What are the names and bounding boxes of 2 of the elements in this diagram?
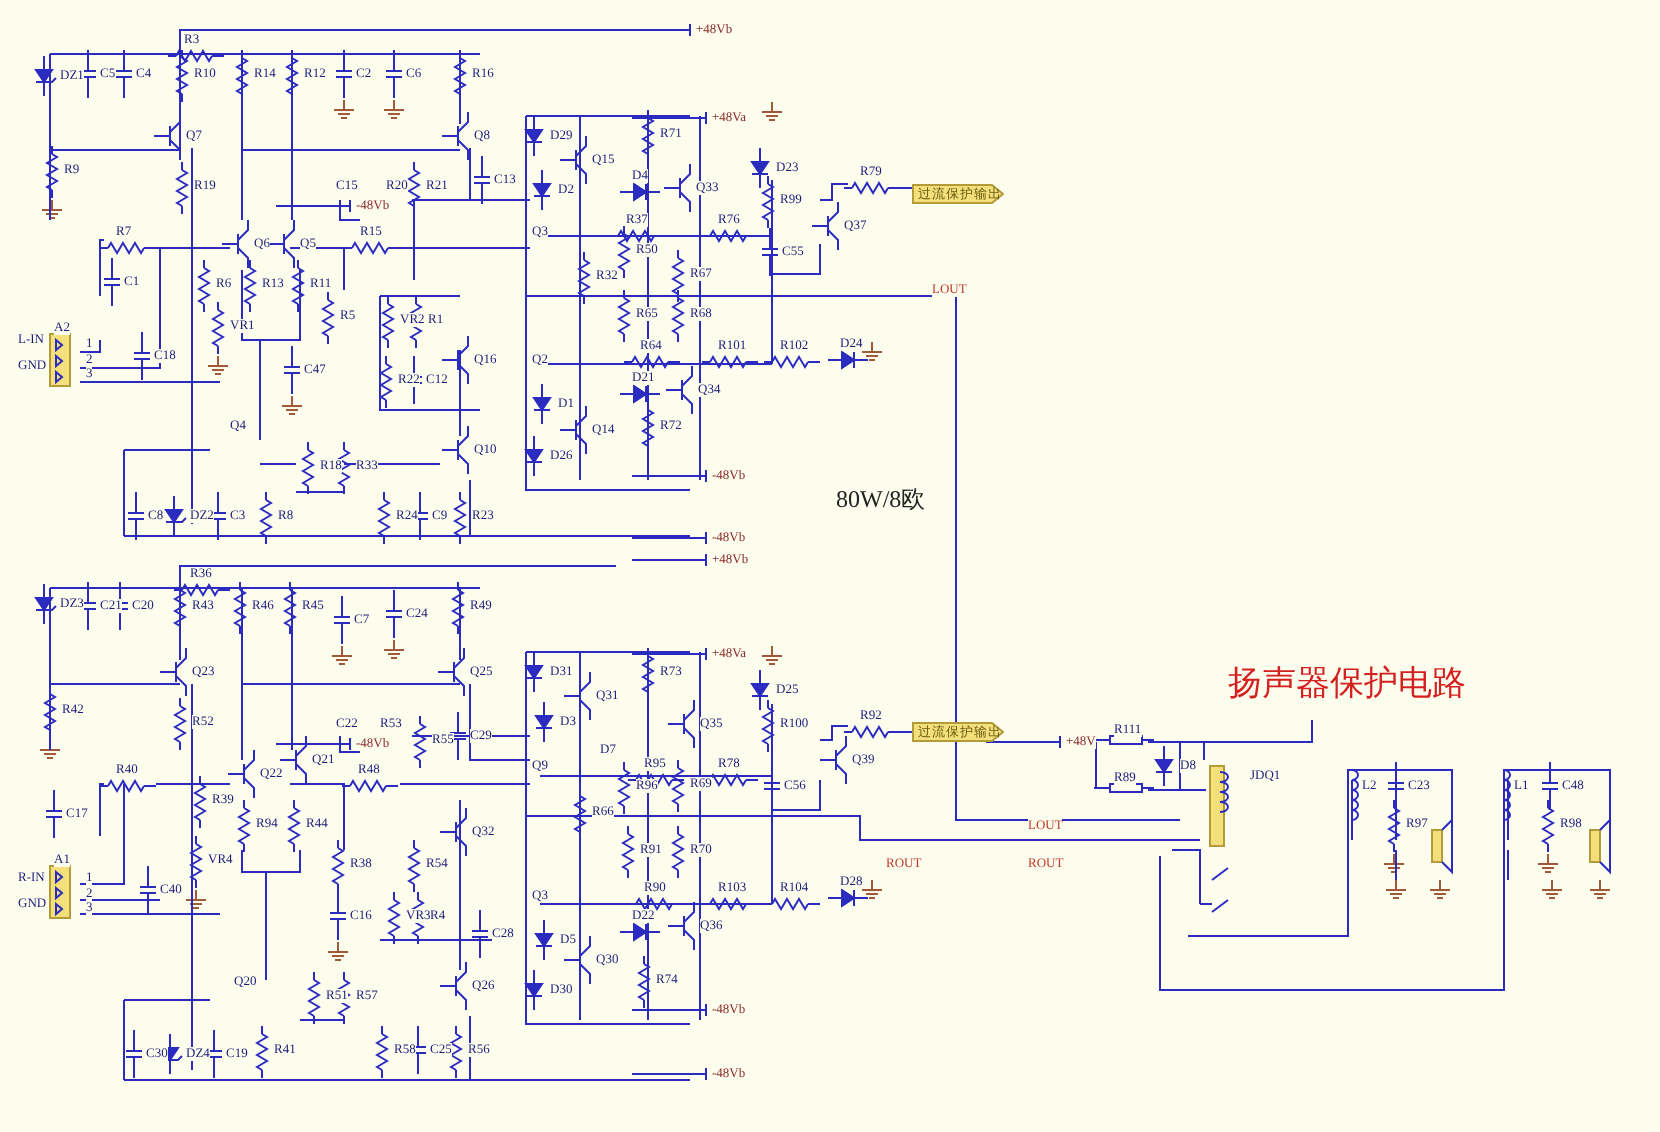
rating-label: 80W/8欧 [836, 487, 926, 513]
title: 扬声器保护电路 [1228, 666, 1466, 704]
